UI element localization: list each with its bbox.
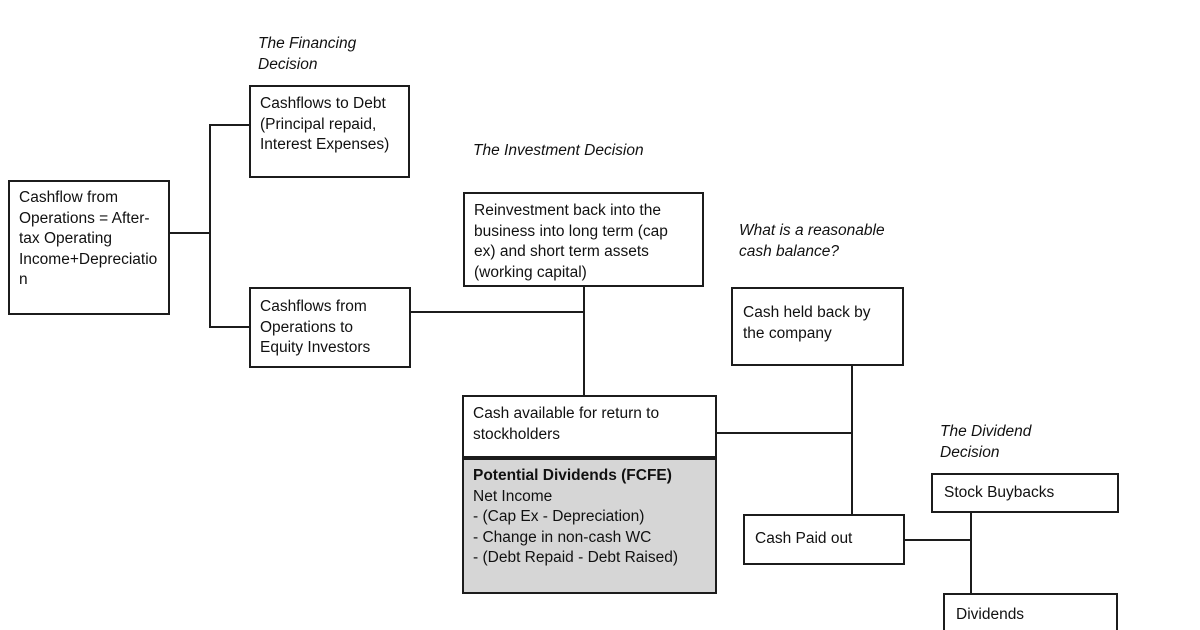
cashflows-to-debt-box: Cashflows to Debt (Principal repaid, Int… [249, 85, 410, 178]
connector-cash-held-to-cash-paid [851, 366, 853, 514]
cash-balance-question-label: What is a reasonable cash balance? [739, 222, 885, 261]
cashflows-to-equity-box: Cashflows from Operations to Equity Inve… [249, 287, 411, 368]
fcfe-title: Potential Dividends (FCFE) [473, 467, 672, 484]
connector-branch-to-equity [209, 326, 251, 328]
connector-reinvestment-to-cash-available [583, 287, 585, 395]
dividend-decision-label: The Dividend Decision [940, 423, 1032, 462]
connector-cash-paid-to-dividend-branch [905, 539, 972, 541]
connector-branch-vertical [209, 124, 211, 328]
cash-held-back-box: Cash held back by the company [731, 287, 904, 366]
cash-available-box: Cash available for return to stockholder… [462, 395, 717, 458]
cash-paid-out-box: Cash Paid out [743, 514, 905, 565]
fcfe-line-capex: - (Cap Ex - Depreciation) [473, 508, 645, 526]
investment-decision-label: The Investment Decision [473, 142, 644, 159]
operations-cashflow-box: Cashflow from Operations = After-tax Ope… [8, 180, 170, 315]
financing-decision-label: The Financing Decision [258, 35, 357, 74]
connector-equity-to-reinvestment-line [411, 311, 585, 313]
connector-branch-to-debt [209, 124, 251, 126]
dividends-box: Dividends [943, 593, 1118, 630]
potential-dividends-fcfe-box: Potential Dividends (FCFE) Net Income - … [462, 458, 717, 594]
fcfe-line-wc: - Change in non-cash WC [473, 528, 652, 546]
fcfe-line-net-income: Net Income [473, 487, 553, 505]
fcfe-line-debt: - (Debt Repaid - Debt Raised) [473, 549, 679, 567]
connector-buybacks-to-dividends [970, 513, 972, 593]
connector-cash-available-to-held-line [717, 432, 853, 434]
stock-buybacks-box: Stock Buybacks [931, 473, 1119, 513]
reinvestment-box: Reinvestment back into the business into… [463, 192, 704, 287]
connector-operations-to-branch [170, 232, 211, 234]
